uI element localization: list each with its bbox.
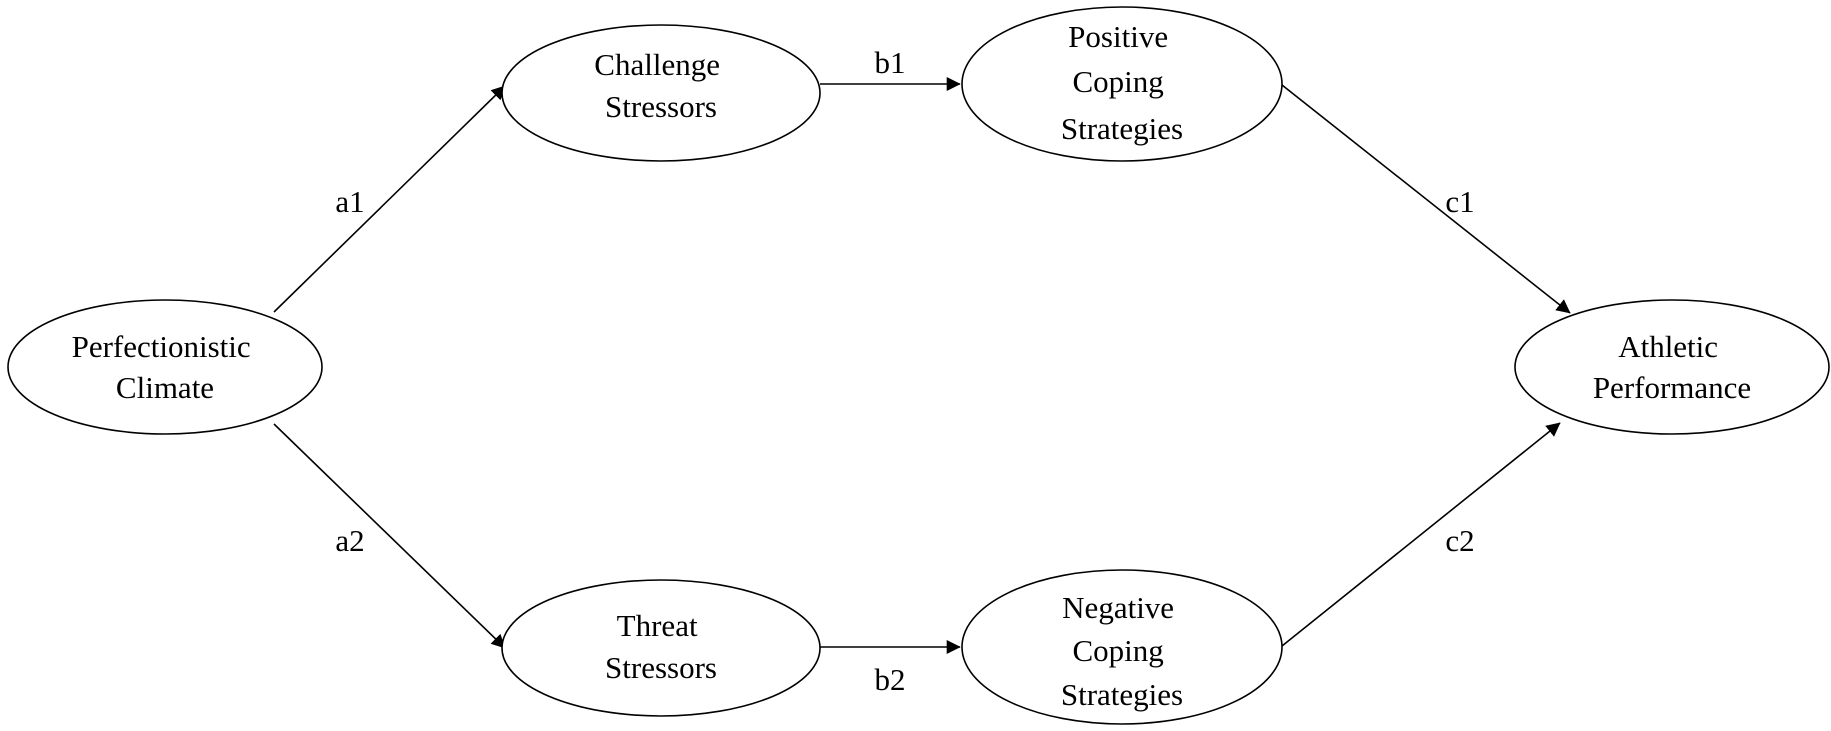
node-threat-stressors: Threat Stressors xyxy=(501,579,821,717)
node-label-line: Coping xyxy=(1072,64,1163,99)
node-label-line: Threat xyxy=(617,608,698,643)
edge-c2-arrow xyxy=(1281,422,1561,647)
svg-text:Perfectionistic Climate: Perfectionistic Climate xyxy=(72,329,259,405)
svg-text:Challenge Stressors: Challenge Stressors xyxy=(594,47,727,124)
node-athletic-performance: Athletic Performance xyxy=(1514,299,1830,435)
node-label-line: Challenge xyxy=(594,47,720,82)
node-label-line: Strategies xyxy=(1061,677,1183,712)
edge-label-b2: b2 xyxy=(875,662,906,697)
node-ellipse xyxy=(501,579,821,717)
node-negative-coping: Negative Coping Strategies xyxy=(961,569,1283,725)
node-positive-coping: Positive Coping Strategies xyxy=(961,6,1283,162)
node-label-line: Perfectionistic xyxy=(72,329,251,364)
svg-text:Threat Stressors: Threat Stressors xyxy=(605,608,717,685)
node-challenge-stressors: Challenge Stressors xyxy=(501,24,821,162)
svg-text:Negative Coping St: Negative Coping Strategies xyxy=(1061,590,1183,712)
svg-text:Athletic Performance: Athletic Performance xyxy=(1593,329,1751,405)
edge-label-a2: a2 xyxy=(335,523,364,558)
node-label-line: Climate xyxy=(116,370,214,405)
edge-label-a1: a1 xyxy=(335,184,364,219)
node-label-line: Athletic xyxy=(1618,329,1718,364)
edge-label-c1: c1 xyxy=(1445,184,1474,219)
node-ellipse xyxy=(961,569,1283,725)
edges xyxy=(273,77,1571,654)
node-perfectionistic-climate: Perfectionistic Climate xyxy=(7,299,323,435)
node-label-line: Negative xyxy=(1062,590,1174,625)
node-ellipse xyxy=(7,299,323,435)
node-label-line: Coping xyxy=(1072,633,1163,668)
edge-a2-arrow xyxy=(273,423,506,649)
edge-c1-arrow xyxy=(1281,84,1571,314)
node-ellipse xyxy=(961,6,1283,162)
edge-label-c2: c2 xyxy=(1445,523,1474,558)
svg-text:Positive Coping St: Positive Coping Strategies xyxy=(1061,19,1183,146)
node-label-line: Stressors xyxy=(605,650,717,685)
edge-label-b1: b1 xyxy=(875,45,906,80)
node-label-line: Stressors xyxy=(605,89,717,124)
node-label-line: Positive xyxy=(1068,19,1168,54)
node-ellipse xyxy=(1514,299,1830,435)
node-label-line: Strategies xyxy=(1061,111,1183,146)
node-ellipse xyxy=(501,24,821,162)
node-label-line: Performance xyxy=(1593,370,1751,405)
edge-labels: a1 a2 b1 b2 c1 c2 xyxy=(335,45,1474,697)
edge-a1-arrow xyxy=(273,85,506,313)
